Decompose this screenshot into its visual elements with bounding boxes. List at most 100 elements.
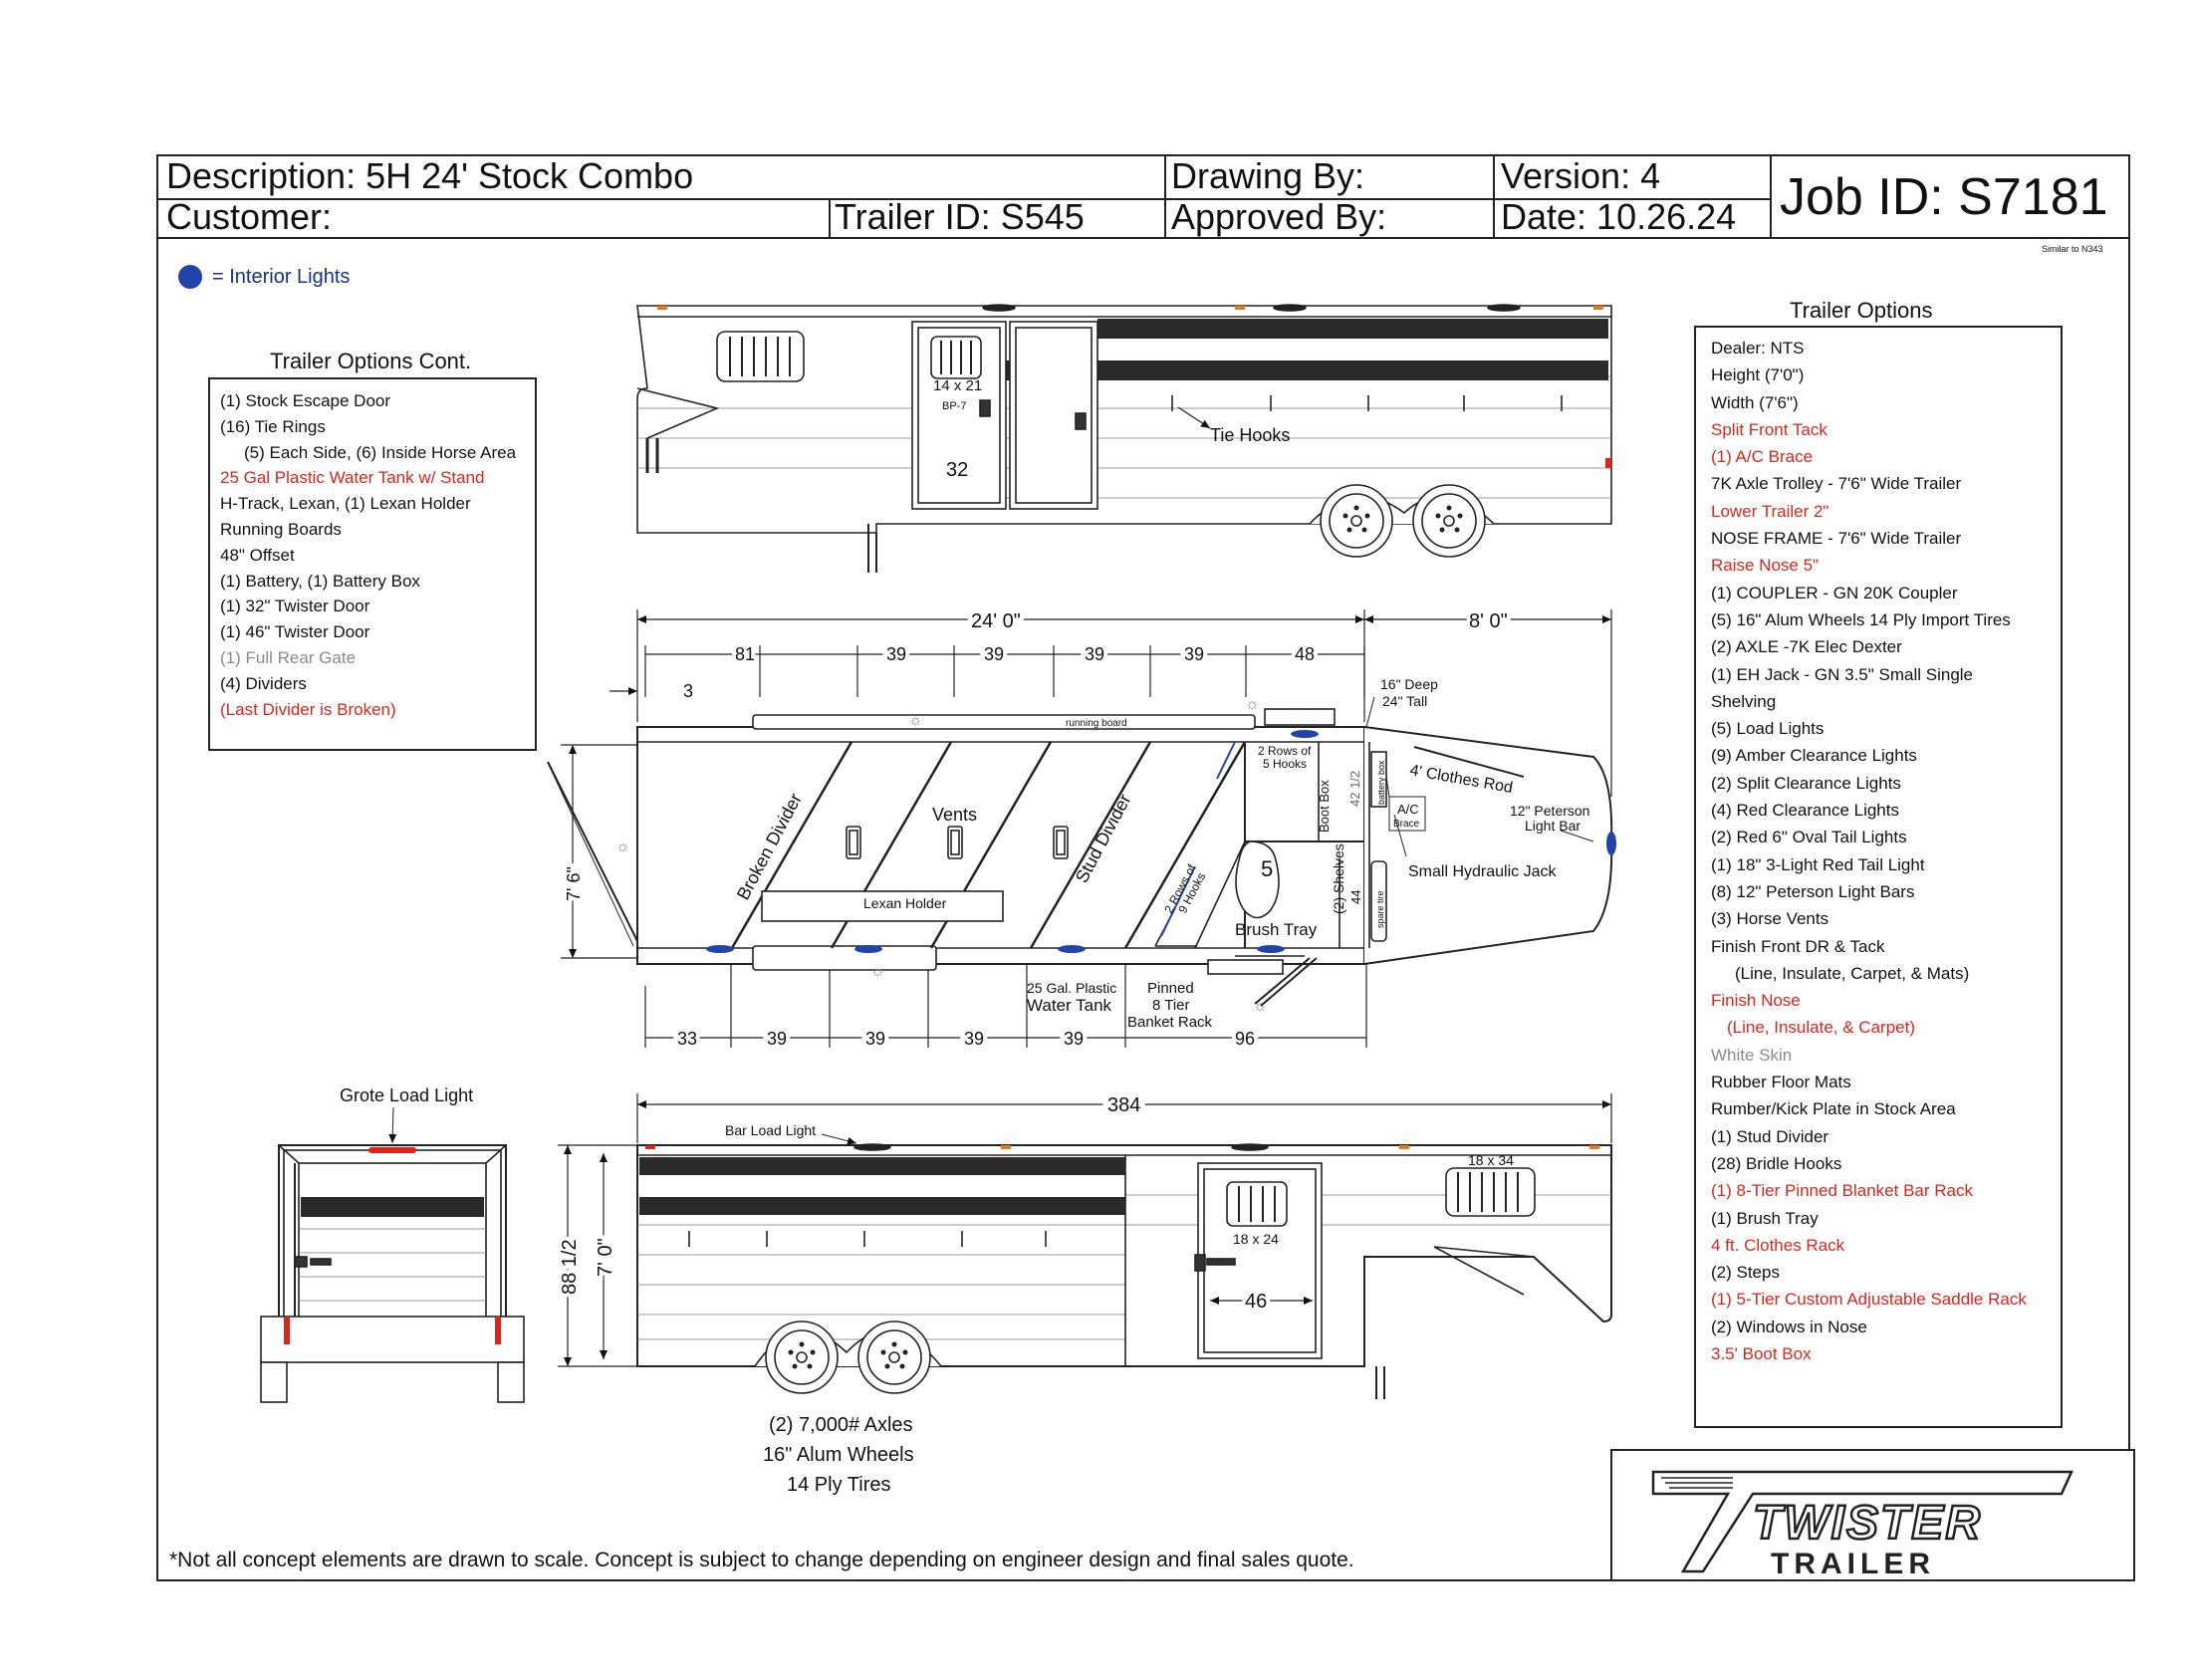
axles-line2: 16" Alum Wheels	[763, 1444, 914, 1466]
options-cont-item: (1) 46" Twister Door	[220, 622, 370, 642]
axles-line1: (2) 7,000# Axles	[769, 1414, 913, 1436]
job-id: Job ID: S7181	[1780, 168, 2108, 226]
options-cont-item: H-Track, Lexan, (1) Lexan Holder	[220, 494, 471, 514]
options-cont-item: 48" Offset	[220, 545, 295, 565]
similar-note: Similar to N343	[2042, 244, 2103, 254]
logo-word2: TRAILER	[1771, 1548, 1935, 1580]
brush-tray-label: Brush Tray	[1235, 920, 1318, 939]
options-box	[1694, 326, 2063, 1428]
deep-line1: 16" Deep	[1380, 676, 1438, 692]
twister-trailer-logo: TWISTER TRAILER	[1610, 1449, 2135, 1581]
option-item: (8) 12" Peterson Light Bars	[1711, 881, 1915, 901]
version: Version: 4	[1501, 155, 1661, 196]
options-cont-item: (5) Each Side, (6) Inside Horse Area	[244, 442, 517, 462]
option-item: 7K Axle Trolley - 7'6" Wide Trailer	[1711, 474, 1962, 494]
option-item: (1) COUPLER - GN 20K Coupler	[1711, 583, 1958, 602]
hooks-2x5-line1: 2 Rows of	[1258, 744, 1312, 758]
top-dim-4: 39	[1085, 644, 1104, 664]
drawing-by: Drawing By:	[1171, 155, 1365, 196]
rear-view	[260, 1144, 525, 1403]
overall-length: 24' 0"	[971, 610, 1021, 632]
bar-load-light-label: Bar Load Light	[725, 1122, 816, 1138]
approved-by: Approved By:	[1171, 196, 1387, 237]
saddle-rack-number: 5	[1261, 856, 1273, 881]
option-item: (5) Load Lights	[1711, 719, 1825, 739]
svg-text:☼: ☼	[870, 963, 885, 980]
bottom-dim-3: 39	[865, 1029, 885, 1049]
axles-line3: 14 Ply Tires	[787, 1474, 890, 1496]
hyd-jack-label: Small Hydraulic Jack	[1408, 863, 1557, 880]
hooks-2x5-line2: 5 Hooks	[1263, 757, 1307, 771]
option-item: Finish Front DR & Tack	[1711, 936, 1885, 956]
top-dim-1: 81	[735, 644, 755, 664]
top-dim-5: 39	[1184, 644, 1204, 664]
legend: = Interior Lights	[178, 264, 350, 290]
option-item: (Line, Insulate, Carpet, & Mats)	[1735, 963, 1970, 983]
bottom-nose-window: 18 x 34	[1468, 1152, 1514, 1168]
option-item: (2) Steps	[1711, 1263, 1780, 1283]
vents-label: Vents	[932, 805, 977, 825]
option-item: (1) 18" 3-Light Red Tail Light	[1711, 854, 1925, 874]
option-item: Finish Nose	[1711, 991, 1801, 1011]
blanket-rack-line3: Banket Rack	[1127, 1014, 1213, 1031]
bottom-length: 384	[1107, 1094, 1140, 1116]
option-item: NOSE FRAME - 7'6" Wide Trailer	[1711, 529, 1962, 549]
top-door-width: 32	[946, 459, 968, 481]
options-cont-title: Trailer Options Cont.	[270, 349, 472, 373]
bottom-dim-1: 33	[677, 1029, 697, 1049]
drawing-sheet	[156, 154, 2130, 1581]
option-item: (2) Split Clearance Lights	[1711, 773, 1901, 793]
option-item: (1) 5-Tier Custom Adjustable Saddle Rack	[1711, 1290, 2027, 1310]
trailer-id: Trailer ID: S545	[835, 196, 1085, 237]
svg-text:☼: ☼	[908, 712, 923, 729]
h-track-label: H-Track & Lexan	[811, 1176, 959, 1198]
option-item: Dealer: NTS	[1711, 339, 1805, 358]
ac-brace-line2: Brace	[1393, 819, 1420, 830]
tie-hooks-label: Tie Hooks	[1210, 425, 1290, 445]
width-dim: 7' 6"	[564, 866, 584, 901]
customer: Customer:	[166, 196, 333, 237]
blanket-rack-line1: Pinned	[1147, 980, 1194, 997]
running-board-label: running board	[1066, 718, 1127, 729]
bottom-door-width: 46	[1245, 1291, 1267, 1313]
options-cont-item: (Last Divider is Broken)	[220, 699, 396, 719]
options-cont-item: 25 Gal Plastic Water Tank w/ Stand	[220, 468, 485, 488]
option-item: (2) AXLE -7K Elec Dexter	[1711, 637, 1902, 657]
interior-light-icon	[178, 265, 202, 289]
option-item: Rubber Floor Mats	[1711, 1073, 1851, 1092]
water-tank-line2: Water Tank	[1027, 996, 1112, 1015]
description: Description: 5H 24' Stock Combo	[166, 155, 694, 196]
peterson-line1: 12" Peterson	[1510, 803, 1589, 819]
option-item: (1) 8-Tier Pinned Blanket Bar Rack	[1711, 1181, 1973, 1201]
option-item: 3.5' Boot Box	[1711, 1343, 1812, 1363]
options-cont-item: (4) Dividers	[220, 673, 307, 693]
boot-box-label: Boot Box	[1317, 780, 1332, 833]
grote-load-light-label: Grote Load Light	[340, 1085, 473, 1105]
spare-tire-label: spare tire	[1375, 890, 1385, 928]
option-item: (28) Bridle Hooks	[1711, 1153, 1842, 1173]
option-item: (3) Horse Vents	[1711, 909, 1829, 929]
battery-box-label: battery box	[1376, 760, 1386, 805]
options-cont-item: (1) Full Rear Gate	[220, 647, 357, 667]
footnote: *Not all concept elements are drawn to s…	[169, 1549, 1354, 1571]
logo-word1: TWISTER	[1753, 1497, 1982, 1550]
option-item: Width (7'6")	[1711, 392, 1799, 412]
side-view-top	[636, 304, 1612, 573]
peterson-line2: Light Bar	[1525, 818, 1581, 834]
option-item: (9) Amber Clearance Lights	[1711, 746, 1917, 766]
top-dim-2: 39	[886, 644, 906, 664]
bottom-dim-5: 39	[1064, 1029, 1084, 1049]
options-cont-item: (1) 32" Twister Door	[220, 597, 370, 616]
ac-brace-line1: A/C	[1397, 802, 1419, 817]
deep-line2: 24" Tall	[1382, 693, 1427, 709]
option-item: 4 ft. Clothes Rack	[1711, 1235, 1845, 1255]
dim-44-label: 44	[1348, 890, 1363, 904]
bottom-dim-4: 39	[964, 1029, 984, 1049]
options-cont-item: (1) Stock Escape Door	[220, 391, 391, 410]
option-item: Raise Nose 5"	[1711, 556, 1820, 576]
option-item: White Skin	[1711, 1045, 1793, 1065]
top-dim-6: 48	[1295, 644, 1315, 664]
svg-text:☼: ☼	[615, 839, 630, 855]
